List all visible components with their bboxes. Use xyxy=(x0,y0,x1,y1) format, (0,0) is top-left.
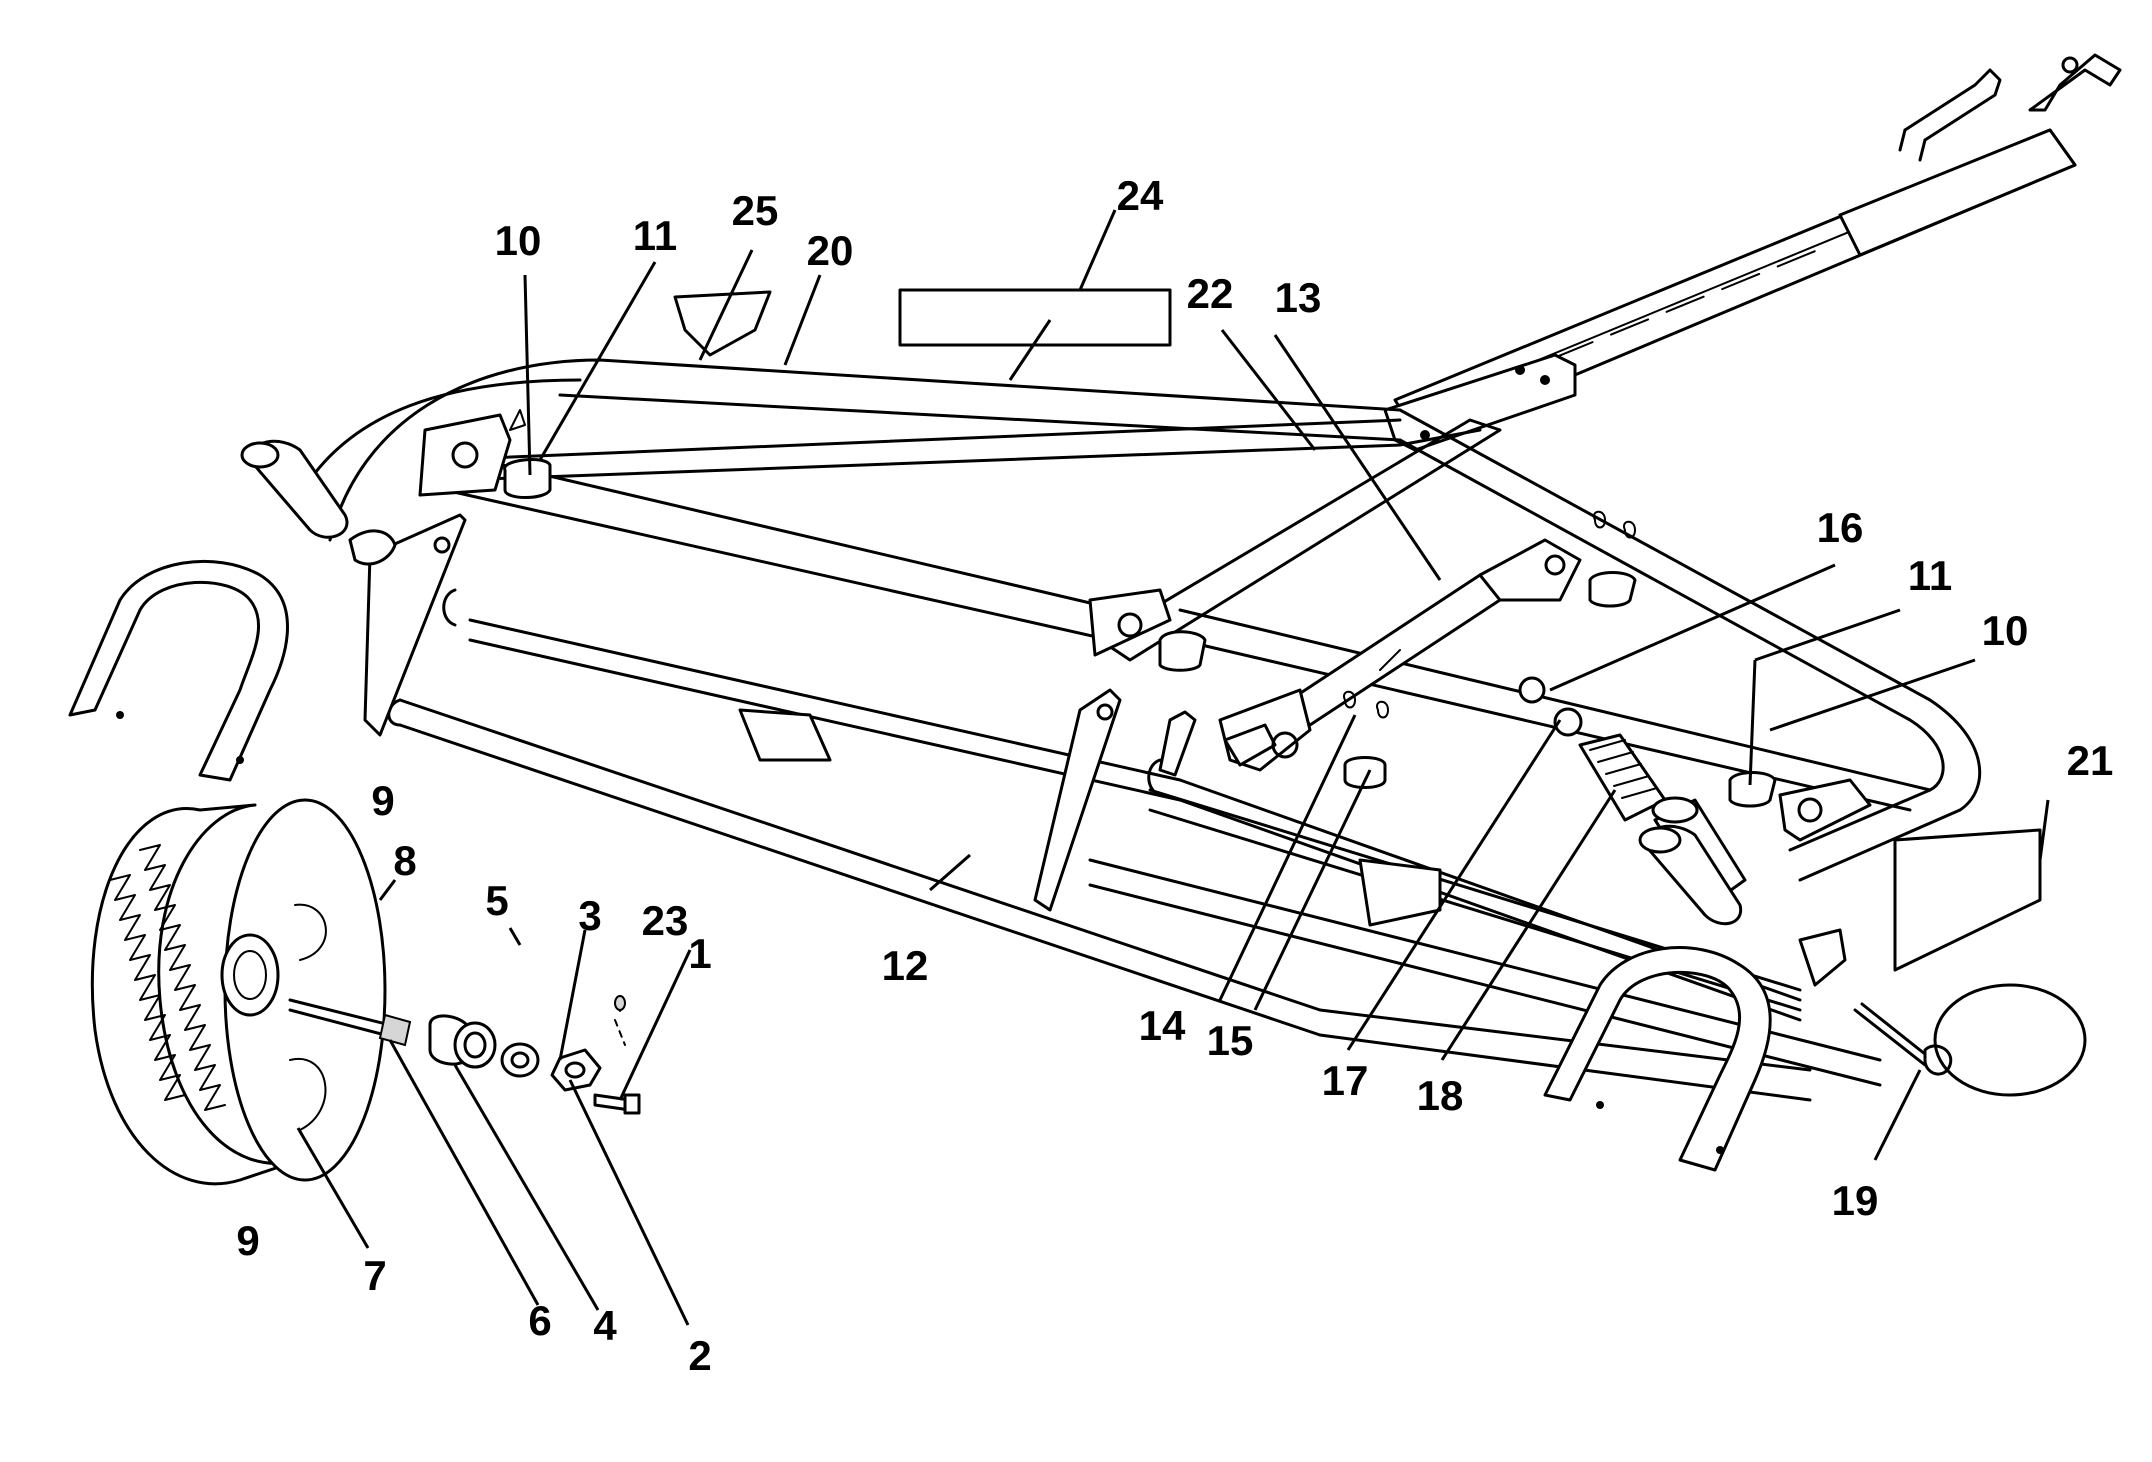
cylinder xyxy=(1218,538,1582,772)
axle-hardware xyxy=(288,995,641,1115)
pivot-brackets xyxy=(418,409,1872,842)
callout-15: 15 xyxy=(1207,1017,1254,1064)
wheel xyxy=(90,798,387,1186)
callout-11-left: 11 xyxy=(633,212,677,259)
callout-22: 22 xyxy=(1187,270,1234,317)
decal-25 xyxy=(673,290,772,357)
callout-3: 3 xyxy=(578,892,601,939)
callout-21: 21 xyxy=(2067,737,2114,784)
callout-2: 2 xyxy=(688,1332,711,1379)
callout-13: 13 xyxy=(1275,274,1322,321)
callout-24: 24 xyxy=(1117,172,1164,219)
main-frame xyxy=(298,358,1982,882)
callout-18: 18 xyxy=(1417,1072,1464,1119)
callout-16: 16 xyxy=(1817,504,1864,551)
decal-21 xyxy=(1893,828,2042,972)
callout-19: 19 xyxy=(1832,1177,1879,1224)
callout-20: 20 xyxy=(807,227,854,274)
callout-9-bottom: 9 xyxy=(236,1217,259,1264)
callout-11-right: 11 xyxy=(1908,552,1952,599)
u-mount-right xyxy=(1543,824,1847,1172)
callout-9-top: 9 xyxy=(371,777,394,824)
u-mount-left xyxy=(68,439,397,782)
hitch-pin xyxy=(1853,983,2087,1097)
callout-4: 4 xyxy=(593,1302,617,1349)
callout-23: 23 xyxy=(642,897,689,944)
callout-5: 5 xyxy=(485,877,508,924)
vertical-plates xyxy=(363,513,1197,912)
callout-7: 7 xyxy=(363,1252,386,1299)
callout-6: 6 xyxy=(528,1297,551,1344)
callout-10-left: 10 xyxy=(495,217,542,264)
clevis-pins xyxy=(1343,510,1636,789)
callout-12: 12 xyxy=(882,942,929,989)
callout-17: 17 xyxy=(1322,1057,1369,1104)
callout-1: 1 xyxy=(688,930,711,977)
callout-labels: 10 11 25 20 24 22 13 16 11 10 21 12 14 1… xyxy=(236,172,2113,1379)
leader-lines xyxy=(296,209,2050,1326)
decals xyxy=(673,288,2042,972)
callout-14: 14 xyxy=(1139,1002,1186,1049)
callout-10-right: 10 xyxy=(1982,607,2029,654)
callout-8: 8 xyxy=(393,837,416,884)
decal-24 xyxy=(898,288,1172,347)
callout-25: 25 xyxy=(732,187,779,234)
